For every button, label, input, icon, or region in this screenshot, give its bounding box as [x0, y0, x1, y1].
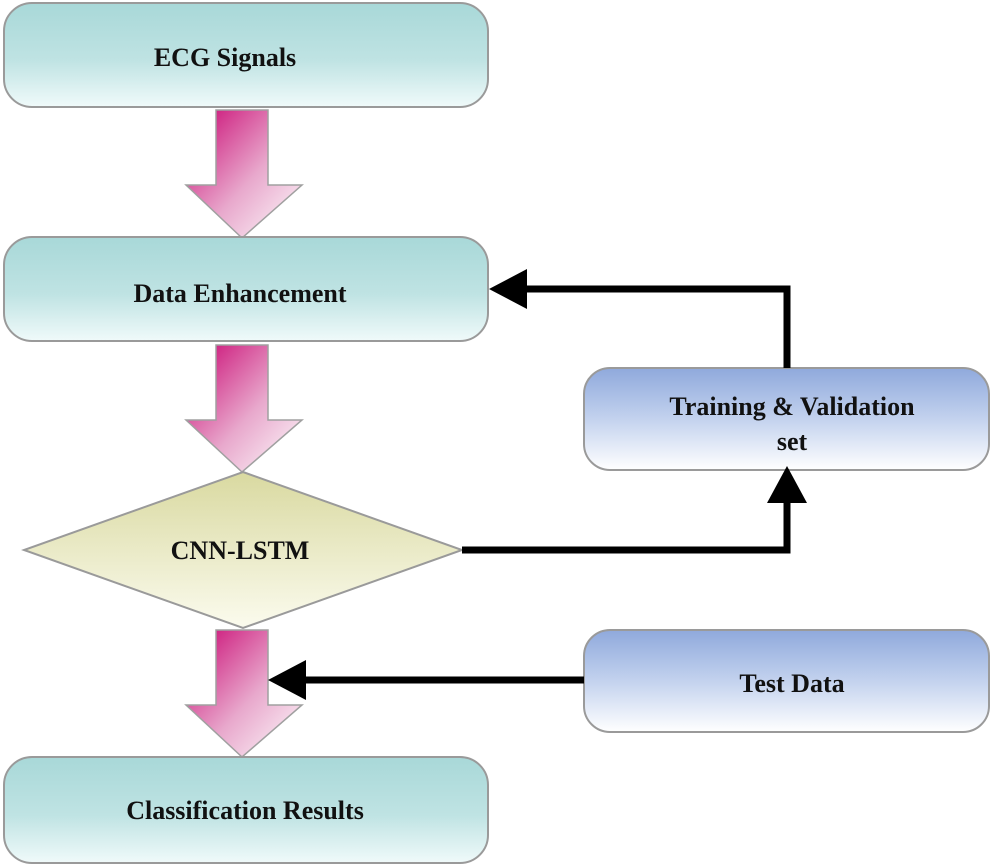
node-ecg-signals-label: ECG Signals [154, 43, 296, 72]
node-test-data: Test Data [583, 629, 990, 733]
arrowhead-into-results-path [268, 660, 306, 700]
node-classification-results: Classification Results [3, 756, 489, 864]
connector-test-to-results [268, 660, 584, 700]
node-classification-results-label: Classification Results [126, 796, 364, 825]
node-training-validation-line2: set [777, 427, 808, 456]
node-data-enhancement: Data Enhancement [3, 236, 489, 342]
node-training-validation-line1: Training & Validation [669, 392, 915, 421]
connector-training-to-enhancement [489, 269, 791, 368]
block-arrow-cnn-to-results [184, 629, 305, 759]
node-cnn-lstm-label: CNN-LSTM [171, 536, 310, 565]
connector-cnn-to-training [462, 466, 807, 554]
node-training-validation-set: Training & Validation set [583, 367, 990, 471]
node-ecg-signals: ECG Signals [3, 2, 489, 108]
arrowhead-into-training [767, 466, 807, 503]
node-cnn-lstm: CNN-LSTM [21, 470, 465, 630]
block-arrow-ecg-to-enhancement [184, 109, 304, 240]
arrowhead-into-enhancement [489, 269, 527, 309]
node-test-data-label: Test Data [739, 669, 844, 698]
node-data-enhancement-label: Data Enhancement [133, 279, 346, 308]
block-arrow-enhancement-to-cnn [184, 344, 305, 474]
